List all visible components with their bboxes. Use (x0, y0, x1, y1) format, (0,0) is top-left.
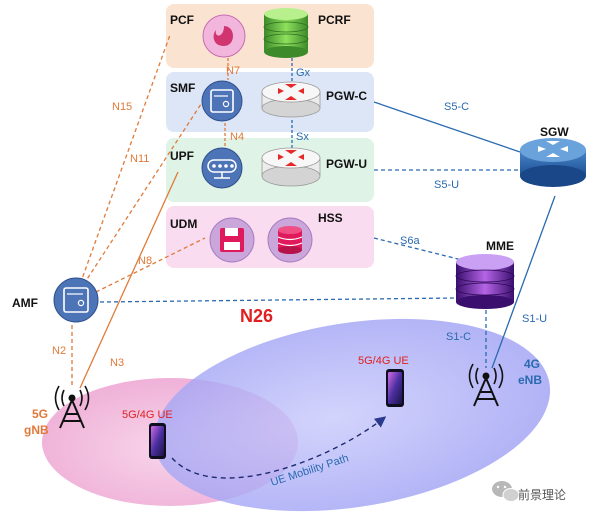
pcrf-label: PCRF (318, 13, 351, 27)
gnb-label-line2: gNB (24, 423, 49, 437)
n11-line (79, 100, 204, 291)
smf-server-icon (201, 80, 243, 122)
enb-tower-icon (468, 363, 504, 407)
s6a-line (373, 237, 471, 263)
sgw-label: SGW (540, 125, 569, 139)
ue-phone-left-icon (149, 423, 166, 459)
n15-line (77, 34, 171, 291)
n8-label: N8 (138, 255, 152, 267)
s5c-label: S5-C (444, 101, 469, 113)
pcrf-cylinder-icon (263, 8, 309, 58)
s1u-label: S1-U (522, 313, 547, 325)
upf-label: UPF (170, 149, 194, 163)
pgw-c-router-icon (261, 81, 321, 118)
enb-label-line2: eNB (518, 373, 542, 387)
hss-database-icon (267, 217, 313, 263)
s1u-line (491, 195, 556, 369)
upf-switch-icon (201, 147, 243, 189)
pcf-label: PCF (170, 13, 194, 27)
mme-cylinder-icon (455, 254, 515, 309)
pcf-icon (202, 14, 246, 58)
amf-interfaces (71, 34, 229, 389)
wechat-icon (492, 481, 520, 502)
sx-label: Sx (296, 131, 309, 143)
n2-label: N2 (52, 345, 66, 357)
s6a-label: S6a (400, 235, 420, 247)
n7-label: N7 (226, 65, 240, 77)
pgw-u-label: PGW-U (326, 157, 367, 171)
n4-label: N4 (230, 131, 244, 143)
udm-floppy-icon (209, 217, 255, 263)
epc-interfaces (99, 58, 556, 369)
n26-line (99, 297, 457, 303)
gnb-tower-icon (54, 385, 90, 429)
pgw-u-router-icon (261, 147, 321, 187)
watermark-text: 前景理论 (518, 487, 566, 502)
s5u-label: S5-U (434, 179, 459, 191)
ue-phone-right-icon (386, 369, 404, 407)
s1c-label: S1-C (446, 331, 471, 343)
hss-label: HSS (318, 211, 343, 225)
n26-label: N26 (240, 306, 273, 326)
sgw-router-icon (520, 138, 586, 187)
ue-left-label: 5G/4G UE (122, 409, 173, 421)
n3-line (79, 171, 179, 389)
gx-label: Gx (296, 67, 311, 79)
udm-label: UDM (170, 217, 197, 231)
s5c-line (373, 101, 521, 153)
pgw-c-label: PGW-C (326, 89, 367, 103)
n15-label: N15 (112, 101, 132, 113)
amf-server-icon (53, 277, 99, 323)
n8-line (95, 237, 206, 293)
enb-label-line1: 4G (524, 357, 540, 371)
smf-label: SMF (170, 81, 195, 95)
mme-label: MME (486, 239, 514, 253)
n3-label: N3 (110, 357, 124, 369)
amf-label: AMF (12, 296, 38, 310)
4g-coverage-ellipse (153, 318, 551, 512)
gnb-label-line1: 5G (32, 407, 48, 421)
n11-label: N11 (130, 153, 149, 165)
ue-right-label: 5G/4G UE (358, 355, 409, 367)
